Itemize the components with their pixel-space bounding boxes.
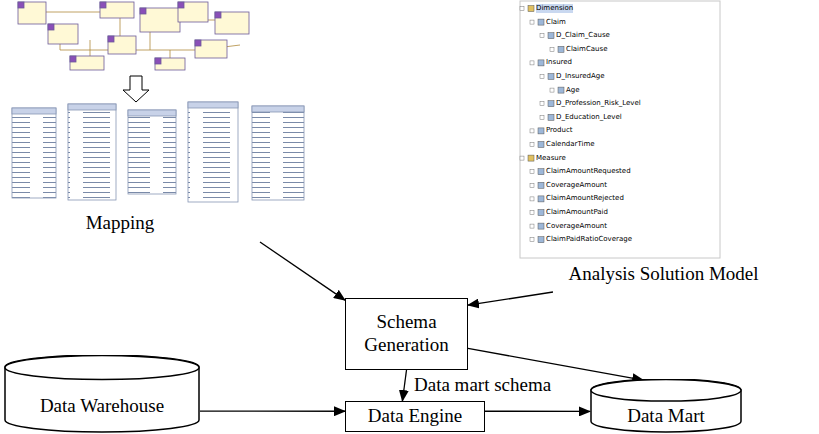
node-label: Data Engine <box>364 405 466 428</box>
tree-item: ClaimAmountPaid <box>546 208 608 217</box>
tree-icon <box>558 87 564 93</box>
tree-expander <box>530 170 534 174</box>
connector-arrow <box>468 292 553 305</box>
tree-expander <box>550 47 554 51</box>
tree-item: Age <box>566 86 580 95</box>
tree-item: Insured <box>546 58 572 67</box>
tree-icon <box>538 142 544 148</box>
tree-item: Measure <box>536 154 566 163</box>
mapping-group: Mapping <box>20 0 320 242</box>
tree-icon <box>538 128 544 134</box>
tree-expander <box>520 7 524 11</box>
tree-item: ClaimPaidRatioCoverage <box>546 235 632 244</box>
node-label: Data Mart <box>627 405 705 428</box>
tree-expander <box>530 20 534 24</box>
tree-expander <box>550 88 554 92</box>
connector-arrow <box>260 242 345 300</box>
tree-expander <box>520 156 524 160</box>
node-label: Data Warehouse <box>40 395 164 418</box>
connector-label: Data mart schema <box>412 374 553 396</box>
tree-icon <box>548 74 554 80</box>
tree-item: D_Claim_Cause <box>556 31 610 40</box>
tree-expander <box>530 61 534 65</box>
tree-expander <box>530 224 534 228</box>
cylinder-body <box>591 379 741 432</box>
tree-icon <box>548 33 554 39</box>
node-label: Schema Generation <box>346 311 467 357</box>
tree-item: D_Education_Level <box>556 113 622 122</box>
tree-item: Claim <box>546 18 566 27</box>
tree-panel <box>520 1 720 258</box>
tree-expander <box>540 102 544 106</box>
cylinder-body <box>5 355 199 432</box>
connector-arrow <box>200 411 345 412</box>
tree-item: CoverageAmount <box>546 222 607 231</box>
uml-boxes <box>18 2 249 70</box>
process-box: Data Engine <box>345 401 485 432</box>
tree-icon <box>538 169 544 175</box>
tree-icon <box>538 182 544 188</box>
tree-item: CalendarTime <box>546 140 595 149</box>
tree-icon <box>528 6 534 12</box>
tree-icon <box>538 196 544 202</box>
tree-icon <box>528 155 534 161</box>
tree-expander <box>540 115 544 119</box>
database-cylinder: Data Warehouse <box>4 355 200 433</box>
tree-expander <box>540 34 544 38</box>
tree-icon <box>558 46 564 52</box>
tree-item: ClaimAmountRequested <box>546 167 631 176</box>
tree-icon <box>538 60 544 66</box>
hollow-arrow <box>123 76 149 102</box>
tree-item: D_InsuredAge <box>556 72 605 81</box>
tree-expander <box>530 211 534 215</box>
cylinder-top <box>591 380 741 402</box>
tree-icons <box>520 6 564 243</box>
tree-item: CoverageAmount <box>546 181 607 190</box>
cylinder-top <box>5 356 199 380</box>
database-cylinder: Data Mart <box>590 379 742 433</box>
tree-expander <box>540 75 544 79</box>
connector-arrow <box>485 411 590 412</box>
tree-icon <box>538 210 544 216</box>
tree-icon <box>548 101 554 107</box>
tree-icon <box>538 19 544 25</box>
node-label: Analysis Solution Model <box>510 263 817 286</box>
tree-expander <box>530 238 534 242</box>
tree-icon <box>538 237 544 243</box>
tree-expander <box>530 197 534 201</box>
tree-expander <box>530 129 534 133</box>
connector-arrow <box>402 370 406 401</box>
process-box: Schema Generation <box>345 298 468 370</box>
tree-item: ClaimAmountRejected <box>546 194 624 203</box>
cylinder-outline <box>4 355 200 433</box>
table-thumbnails <box>12 102 304 202</box>
tree-item: ClaimCause <box>566 45 607 54</box>
tree-icon <box>538 223 544 229</box>
tree-item: Dimension <box>536 4 573 13</box>
node-label: Mapping <box>40 212 200 235</box>
tree-item: Product <box>546 126 573 135</box>
tree-icon <box>548 114 554 120</box>
tree-item: D_Profession_Risk_Level <box>556 99 641 108</box>
tree-expander <box>530 183 534 187</box>
tree-expander <box>530 143 534 147</box>
